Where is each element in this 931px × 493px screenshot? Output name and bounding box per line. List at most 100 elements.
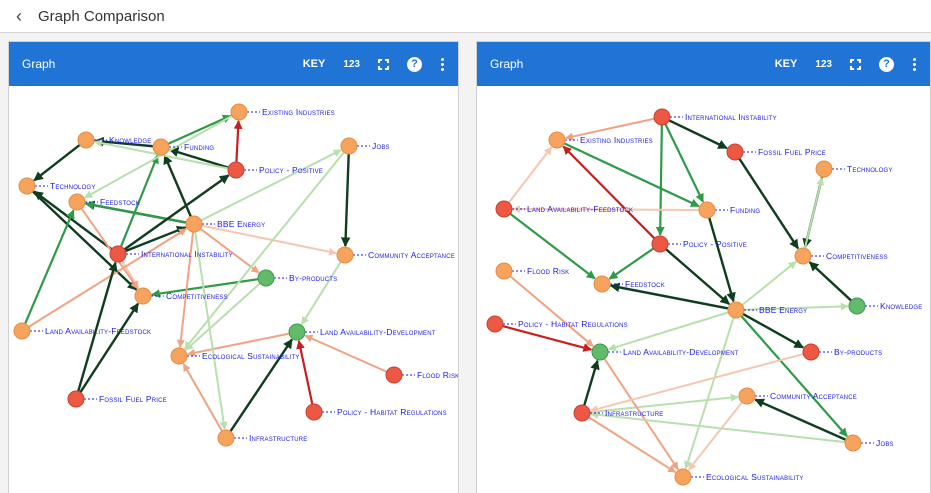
node-circle[interactable] [593, 275, 611, 293]
node-land-dev[interactable]: Land Availability-Development [288, 323, 436, 341]
node-land-feed[interactable]: Land Availability-Feedstock [495, 200, 633, 218]
node-circle[interactable] [651, 235, 669, 253]
back-button[interactable]: ‹ [9, 6, 29, 26]
node-circle[interactable] [698, 201, 716, 219]
node-circle[interactable] [18, 177, 36, 195]
node-intl[interactable]: International Instability [109, 245, 233, 263]
node-bbe[interactable]: BBE Energy [727, 301, 807, 319]
node-circle[interactable] [68, 193, 86, 211]
node-jobs[interactable]: Jobs [340, 137, 390, 155]
node-infrastructure[interactable]: Infrastructure [217, 429, 308, 447]
node-circle[interactable] [305, 403, 323, 421]
node-byproducts[interactable]: By-products [257, 269, 337, 287]
node-circle[interactable] [653, 108, 671, 126]
node-circle[interactable] [230, 103, 248, 121]
node-circle[interactable] [227, 161, 245, 179]
edge-intl-to-funding [119, 154, 159, 247]
node-circle[interactable] [67, 390, 85, 408]
node-circle[interactable] [185, 215, 203, 233]
node-circle[interactable] [13, 322, 31, 340]
node-circle[interactable] [674, 468, 692, 486]
fullscreen-button[interactable] [378, 58, 389, 70]
node-circle[interactable] [848, 297, 866, 315]
node-circle[interactable] [170, 347, 188, 365]
node-circle[interactable] [495, 200, 513, 218]
fullscreen-button[interactable] [850, 58, 861, 70]
node-circle[interactable] [134, 287, 152, 305]
node-label: Jobs [876, 438, 894, 448]
node-label: Funding [730, 205, 760, 215]
node-competitiveness[interactable]: Competitiveness [794, 247, 888, 265]
node-label: Policy - Positive [683, 239, 747, 249]
node-circle[interactable] [815, 160, 833, 178]
node-label: Knowledge [109, 135, 151, 145]
node-flood[interactable]: Flood Risk [385, 366, 459, 384]
numbers-button[interactable]: 123 [815, 58, 832, 70]
node-funding[interactable]: Funding [152, 138, 214, 156]
node-circle[interactable] [726, 143, 744, 161]
more-vert-icon[interactable] [440, 57, 444, 71]
node-jobs[interactable]: Jobs [844, 434, 894, 452]
node-technology[interactable]: Technology [815, 160, 893, 178]
node-circle[interactable] [77, 131, 95, 149]
node-circle[interactable] [802, 343, 820, 361]
node-knowledge[interactable]: Knowledge [77, 131, 151, 149]
node-policy-pos[interactable]: Policy - Positive [651, 235, 747, 253]
node-policy-hab[interactable]: Policy - Habitat Regulations [486, 315, 628, 333]
node-circle[interactable] [573, 404, 591, 422]
node-circle[interactable] [288, 323, 306, 341]
node-circle[interactable] [495, 262, 513, 280]
panel-header: Graph KEY 123 ? [477, 42, 930, 86]
node-flood[interactable]: Flood Risk [495, 262, 569, 280]
node-circle[interactable] [738, 387, 756, 405]
node-funding[interactable]: Funding [698, 201, 760, 219]
node-fossil[interactable]: Fossil Fuel Price [67, 390, 167, 408]
node-circle[interactable] [385, 366, 403, 384]
node-circle[interactable] [336, 246, 354, 264]
key-button[interactable]: KEY [774, 58, 798, 70]
node-land-dev[interactable]: Land Availability-Development [591, 343, 739, 361]
node-circle[interactable] [548, 131, 566, 149]
node-bbe[interactable]: BBE Energy [185, 215, 265, 233]
node-feedstock[interactable]: Feedstock [593, 275, 665, 293]
node-circle[interactable] [257, 269, 275, 287]
node-circle[interactable] [844, 434, 862, 452]
help-button[interactable]: ? [407, 56, 422, 72]
node-feedstock[interactable]: Feedstock [68, 193, 140, 211]
node-community[interactable]: Community Acceptance [738, 387, 857, 405]
node-circle[interactable] [486, 315, 504, 333]
edge-byproducts-to-eco [185, 282, 261, 351]
edge-infrastructure-to-community [589, 393, 739, 414]
node-eco[interactable]: Ecological Sustainability [674, 468, 804, 486]
node-competitiveness[interactable]: Competitiveness [134, 287, 228, 305]
node-infrastructure[interactable]: Infrastructure [573, 404, 664, 422]
node-policy-hab[interactable]: Policy - Habitat Regulations [305, 403, 447, 421]
node-circle[interactable] [217, 429, 235, 447]
node-circle[interactable] [152, 138, 170, 156]
node-knowledge[interactable]: Knowledge [848, 297, 922, 315]
node-land-feed[interactable]: Land Availability-Feedstock [13, 322, 151, 340]
node-label: Infrastructure [249, 433, 308, 443]
more-vert-icon[interactable] [912, 57, 916, 71]
edge-community-to-eco [687, 401, 743, 471]
numbers-button[interactable]: 123 [343, 58, 360, 70]
node-byproducts[interactable]: By-products [802, 343, 882, 361]
key-button[interactable]: KEY [302, 58, 326, 70]
node-technology[interactable]: Technology [18, 177, 96, 195]
node-circle[interactable] [591, 343, 609, 361]
node-fossil[interactable]: Fossil Fuel Price [726, 143, 826, 161]
node-circle[interactable] [794, 247, 812, 265]
node-intl[interactable]: International Instability [653, 108, 777, 126]
node-circle[interactable] [727, 301, 745, 319]
help-button[interactable]: ? [879, 56, 894, 72]
node-circle[interactable] [109, 245, 127, 263]
node-eco[interactable]: Ecological Sustainability [170, 347, 300, 365]
edge-funding-to-existing [167, 114, 232, 145]
node-existing[interactable]: Existing Industries [548, 131, 653, 149]
node-circle[interactable] [340, 137, 358, 155]
node-policy-pos[interactable]: Policy - Positive [227, 161, 323, 179]
node-existing[interactable]: Existing Industries [230, 103, 335, 121]
node-community[interactable]: Community Acceptance [336, 246, 455, 264]
